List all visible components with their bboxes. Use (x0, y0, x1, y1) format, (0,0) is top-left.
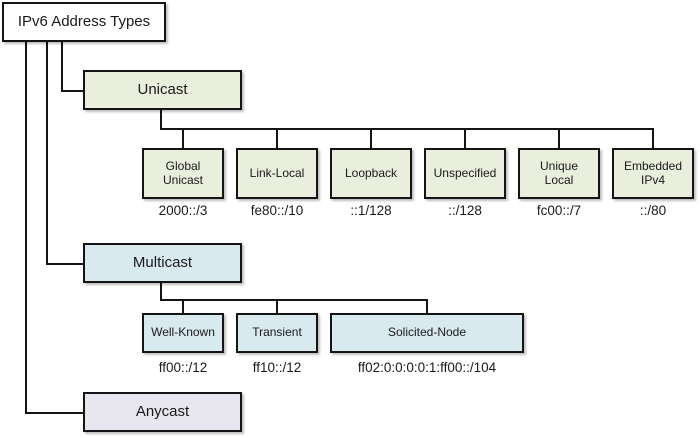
connector-multicast-drop (160, 282, 162, 301)
node-solicited-node[interactable]: Solicited-Node (330, 313, 524, 353)
node-unique-local-label: Unique Local (539, 158, 579, 187)
node-anycast-label: Anycast (135, 403, 190, 421)
connector-unicast-bus (160, 128, 654, 130)
node-embedded-ipv4-label: Embedded IPv4 (623, 158, 683, 187)
connector-root-to-anycast-horizontal (25, 412, 84, 414)
node-multicast[interactable]: Multicast (83, 243, 242, 283)
connector-root-to-unicast-vertical (61, 42, 63, 92)
node-global-unicast-label: Global Unicast (162, 158, 203, 187)
node-unicast[interactable]: Unicast (83, 70, 242, 110)
caption-transient-prefix: ff10::/12 (252, 360, 302, 375)
caption-global-unicast-prefix: 2000::/3 (158, 203, 208, 218)
connector-multicast-child-3 (426, 299, 428, 314)
connector-unicast-child-6 (652, 128, 654, 148)
connector-root-to-multicast-vertical (46, 42, 48, 265)
node-solicited-node-label: Solicited-Node (387, 325, 467, 340)
node-unspecified-label: Unspecified (433, 165, 497, 180)
node-well-known[interactable]: Well-Known (142, 313, 224, 353)
connector-unicast-child-5 (558, 128, 560, 148)
caption-embedded-ipv4-prefix: ::/80 (639, 203, 667, 218)
node-root-label: IPv6 Address Types (17, 13, 151, 31)
node-root-ipv6-address-types[interactable]: IPv6 Address Types (2, 2, 166, 42)
node-unicast-label: Unicast (137, 81, 188, 99)
caption-well-known-prefix: ff00::/12 (158, 360, 208, 375)
connector-multicast-bus (160, 299, 428, 301)
node-transient[interactable]: Transient (236, 313, 318, 353)
node-unspecified[interactable]: Unspecified (424, 148, 506, 199)
connector-unicast-child-3 (370, 128, 372, 148)
node-loopback-label: Loopback (344, 165, 398, 180)
node-anycast[interactable]: Anycast (83, 392, 242, 432)
caption-unspecified-prefix: ::/128 (448, 203, 482, 218)
node-embedded-ipv4[interactable]: Embedded IPv4 (612, 148, 694, 199)
node-multicast-label: Multicast (132, 254, 193, 272)
node-global-unicast[interactable]: Global Unicast (142, 148, 224, 199)
node-well-known-label: Well-Known (151, 325, 215, 340)
connector-unicast-child-1 (182, 128, 184, 148)
caption-link-local-prefix: fe80::/10 (250, 203, 304, 218)
connector-unicast-child-4 (464, 128, 466, 148)
connector-unicast-child-2 (276, 128, 278, 148)
connector-multicast-child-2 (276, 299, 278, 314)
connector-root-to-unicast-horizontal (61, 90, 84, 92)
node-link-local[interactable]: Link-Local (236, 148, 318, 199)
node-transient-label: Transient (252, 325, 302, 340)
node-link-local-label: Link-Local (249, 165, 305, 180)
caption-unique-local-prefix: fc00::/7 (536, 203, 582, 218)
connector-multicast-child-1 (182, 299, 184, 314)
node-unique-local[interactable]: Unique Local (518, 148, 600, 199)
connector-root-to-anycast-vertical (25, 42, 27, 414)
node-loopback[interactable]: Loopback (330, 148, 412, 199)
caption-loopback-prefix: ::1/128 (350, 203, 392, 218)
connector-unicast-drop (160, 110, 162, 130)
connector-root-to-multicast-horizontal (46, 263, 84, 265)
caption-solicited-node-prefix: ff02:0:0:0:0:1:ff00::/104 (357, 360, 497, 375)
